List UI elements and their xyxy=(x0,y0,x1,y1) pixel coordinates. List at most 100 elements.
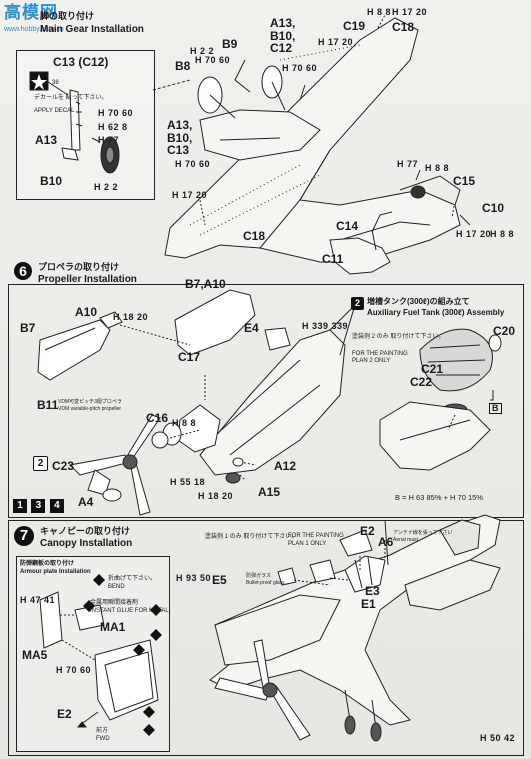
part-label: C23 xyxy=(52,459,75,473)
watermark-logo: 高模网 www.hobby.com.cn xyxy=(2,2,64,42)
paint-code: H 70 60 xyxy=(56,665,92,675)
paint-code: H 93 50 xyxy=(176,573,212,583)
paint-code: H 17 20 xyxy=(392,7,428,17)
painting-plan-badges: 1 3 4 xyxy=(13,495,64,513)
armour-bend-jp: 折曲げて下さい。 xyxy=(108,576,157,582)
step5-title-jp: 脚の取り付け xyxy=(40,11,95,21)
step7-number: 7 xyxy=(14,526,34,546)
paint-code: H 62 8 xyxy=(98,122,128,132)
part-label: MA1 xyxy=(100,620,126,634)
armour-front-en: FWD xyxy=(96,736,110,742)
canopy-note-en1: FOR THE PAINTING xyxy=(288,533,344,539)
fuel-tank-title-jp: 増槽タンク(300ℓ)の組み立て xyxy=(367,297,470,306)
part-label: B7,A10 xyxy=(185,277,226,291)
armour-metal-jp: 金属用瞬間接着剤 xyxy=(90,600,139,606)
plan-badge-2: 2 xyxy=(33,456,48,471)
step7-title-en: Canopy Installation xyxy=(40,538,133,549)
paint-code: H 17 20 xyxy=(172,190,208,200)
gear-decal-number: 38 xyxy=(52,80,59,86)
part-label: E2 xyxy=(360,524,375,538)
plan-badge-4: 4 xyxy=(49,499,64,513)
propeller-note-jp: VDM可変ピッチ3翅プロペラ xyxy=(58,399,122,405)
armour-title-jp: 防弾鋼板の取り付け xyxy=(20,561,75,567)
part-label: C13 (C12) xyxy=(53,55,109,69)
antenna-note-jp: アンテナ線を張って下さい xyxy=(393,530,453,536)
part-label: A4 xyxy=(78,495,94,509)
part-label: C11 xyxy=(322,252,344,266)
armour-front-jp: 前方 xyxy=(96,728,109,734)
fuel-tank-note-en2: PLAN 2 ONLY xyxy=(352,358,391,364)
paint-code: H 77 xyxy=(98,135,120,145)
part-label: C19 xyxy=(343,19,366,33)
fuel-tank-note-en1: FOR THE PAINTING xyxy=(352,351,408,357)
step7-box xyxy=(8,520,524,756)
bulletproof-note-jp: 防弾ガラス xyxy=(246,573,271,579)
paint-code: H 2 2 xyxy=(94,182,119,192)
part-label: A13 xyxy=(35,133,58,147)
plan-badge-1: 1 xyxy=(13,499,27,513)
paint-code: H 8 8 xyxy=(172,418,197,428)
part-label: B10 xyxy=(40,174,63,188)
paint-code: H 8 8 xyxy=(367,7,392,17)
step6-box xyxy=(8,284,524,518)
step6-title-jp: プロペラの取り付け xyxy=(38,262,120,272)
part-label: A13, B10, C13 xyxy=(167,118,193,158)
plan-badge-3: 3 xyxy=(31,499,46,513)
gear-decal-note-en: APPLY DECAL xyxy=(34,108,75,114)
part-label: C10 xyxy=(482,201,505,215)
part-label: B8 xyxy=(175,59,191,73)
part-label: E4 xyxy=(244,321,259,335)
paint-code: H 47 41 xyxy=(20,595,56,605)
paint-code: H 70 60 xyxy=(195,55,231,65)
part-label: C18 xyxy=(243,229,266,243)
part-label: C17 xyxy=(178,350,201,364)
part-label: B11 xyxy=(37,398,59,412)
paint-code: H 339 339 xyxy=(302,321,349,331)
bulletproof-note-en: Bullet-proof glass xyxy=(246,580,285,586)
part-label: C14 xyxy=(336,219,359,233)
canopy-note-en2: PLAN 1 ONLY xyxy=(288,541,327,547)
part-label: C21 xyxy=(421,362,444,376)
paint-code: H 55 18 xyxy=(170,477,206,487)
part-label: E5 xyxy=(212,573,227,587)
paint-code: H 70 60 xyxy=(175,159,211,169)
part-label: B xyxy=(489,403,502,414)
part-label: C16 xyxy=(146,411,169,425)
paint-code: H 77 xyxy=(397,159,419,169)
armour-title-en: Armour plate Installation xyxy=(20,569,91,575)
gear-decal-note-jp: デカールを 貼って下さい。 xyxy=(34,95,108,101)
paint-code: H 18 20 xyxy=(113,312,149,322)
fuel-tank-mix-note: B = H 63 85% + H 70 15% xyxy=(395,493,483,502)
armour-metal-en: INSTANT GLUE FOR METAL xyxy=(90,608,169,614)
part-label: B7 xyxy=(20,321,36,335)
part-label: MA5 xyxy=(22,648,48,662)
part-label: C22 xyxy=(410,375,433,389)
fuel-tank-title-en: Auxiliary Fuel Tank (300ℓ) Assembly xyxy=(367,308,505,317)
part-label: E1 xyxy=(361,597,376,611)
part-label: C15 xyxy=(453,174,476,188)
watermark-url: www.hobby.com.cn xyxy=(4,26,64,33)
paint-code: H 70 60 xyxy=(282,63,318,73)
part-label: B9 xyxy=(222,37,238,51)
part-label: A15 xyxy=(258,485,281,499)
part-label: A10 xyxy=(75,305,98,319)
paint-code: H 70 60 xyxy=(98,108,134,118)
paint-code: H 8 8 xyxy=(490,229,515,239)
part-label: C18 xyxy=(392,20,415,34)
fuel-tank-note-jp: 塗装例 2 のみ 取り付けて下さい。 xyxy=(352,334,445,340)
watermark-glyphs: 高模网 xyxy=(4,3,58,22)
part-label: A12 xyxy=(274,459,297,473)
step7-title-jp: キャノピーの取り付け xyxy=(40,526,131,536)
step6-title-en: Propeller Installation xyxy=(38,274,137,285)
armour-bend-en: BEND xyxy=(108,584,125,590)
part-label: A6 xyxy=(378,535,394,549)
paint-code: H 18 20 xyxy=(198,491,234,501)
part-label: A13, B10, C12 xyxy=(270,16,296,56)
paint-code: H 2 2 xyxy=(190,46,215,56)
paint-code: H 50 42 xyxy=(480,733,516,743)
propeller-note-en: VDM variable-pitch propeller xyxy=(58,406,122,412)
step6-number: 6 xyxy=(14,262,32,280)
part-label: E2 xyxy=(57,707,72,721)
